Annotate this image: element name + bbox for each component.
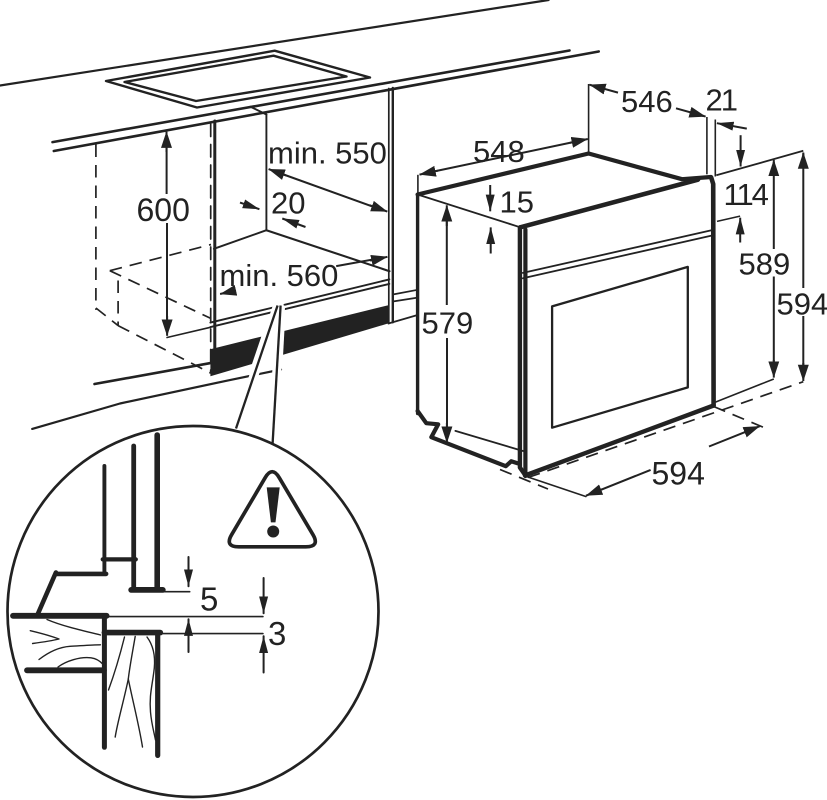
svg-text:min. 560: min. 560 (220, 258, 339, 293)
svg-text:15: 15 (500, 184, 534, 219)
svg-text:594: 594 (777, 287, 827, 322)
svg-text:548: 548 (473, 134, 525, 169)
svg-text:21: 21 (706, 82, 737, 117)
svg-text:589: 589 (739, 247, 791, 282)
svg-text:5: 5 (200, 581, 218, 618)
svg-text:3: 3 (268, 615, 286, 652)
svg-text:20: 20 (271, 186, 305, 221)
svg-text:114: 114 (724, 177, 769, 212)
svg-text:546: 546 (621, 84, 673, 119)
svg-text:min. 550: min. 550 (268, 136, 387, 171)
svg-text:594: 594 (652, 456, 705, 492)
svg-text:600: 600 (137, 192, 190, 228)
svg-text:579: 579 (422, 306, 474, 341)
